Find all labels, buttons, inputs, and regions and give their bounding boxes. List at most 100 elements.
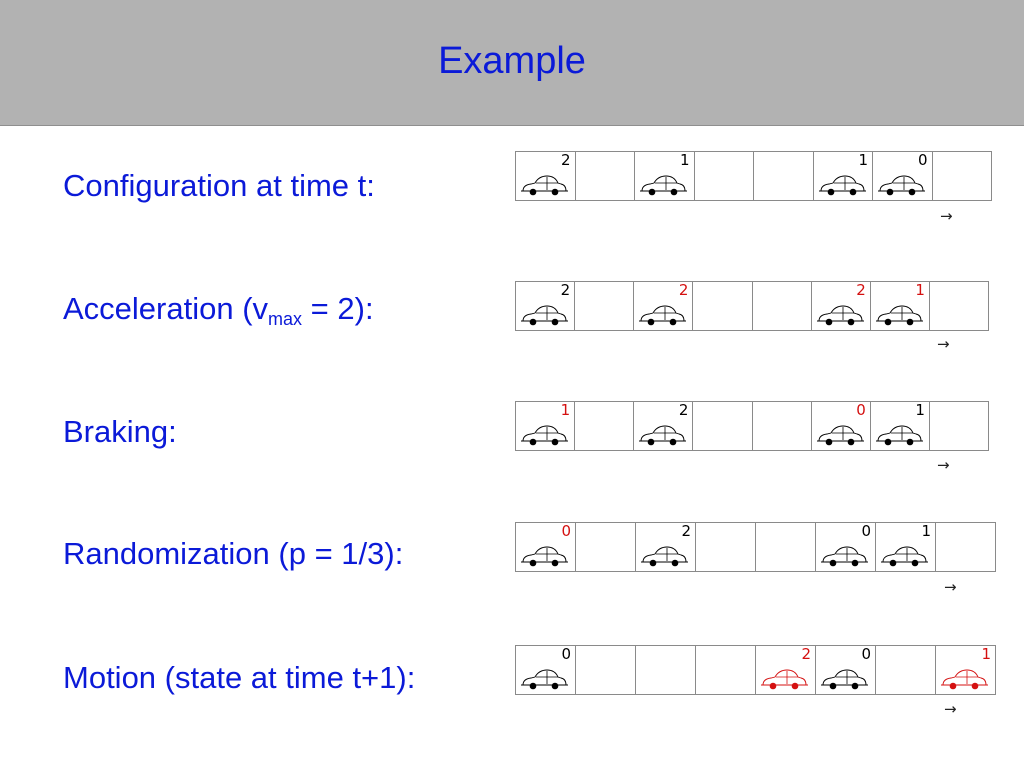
velocity-label: 0 (861, 522, 871, 540)
velocity-label: 2 (801, 645, 811, 663)
road-cell: 1 (875, 522, 936, 572)
car-icon (639, 425, 687, 446)
road-cell (875, 645, 936, 695)
road-cell: 1 (812, 151, 873, 201)
car-icon (641, 546, 688, 567)
car-icon (875, 305, 923, 326)
car-icon (881, 546, 928, 567)
velocity-label: 0 (561, 522, 571, 540)
car-icon (816, 425, 864, 446)
car-icon (941, 669, 988, 690)
car-icon (521, 305, 568, 326)
road-cell: 2 (635, 522, 696, 572)
road-cell (574, 281, 635, 331)
car-icon (875, 425, 923, 446)
velocity-label: 1 (981, 645, 991, 663)
velocity-label: 2 (560, 151, 571, 169)
road-cell (693, 151, 754, 201)
road-cell (692, 281, 753, 331)
road-cell: 0 (872, 151, 933, 201)
velocity-label: 2 (681, 522, 691, 540)
road-cell (928, 281, 989, 331)
direction-arrow: → (937, 456, 950, 474)
velocity-label: 2 (560, 281, 571, 299)
car-icon (818, 175, 866, 196)
velocity-label: 0 (856, 401, 866, 419)
row-label-braking: Braking: (63, 414, 177, 449)
road-cell (635, 645, 696, 695)
road-cell: 1 (869, 401, 930, 451)
car-icon (521, 175, 568, 196)
car-icon (521, 425, 568, 446)
road-cell: 0 (815, 522, 876, 572)
road-cell: 1 (515, 401, 576, 451)
velocity-label: 1 (560, 401, 571, 419)
acceleration-label-main: Acceleration (v (63, 291, 269, 326)
road-cell: 0 (515, 645, 576, 695)
road-cell (574, 401, 635, 451)
velocity-label: 2 (678, 401, 689, 419)
road-cell: 2 (755, 645, 816, 695)
road-strip-configuration: 2 1 1 0 (515, 151, 992, 203)
car-icon (821, 546, 868, 567)
row-label-configuration: Configuration at time t: (63, 168, 375, 203)
road-cell (931, 151, 992, 201)
road-cell: 0 (815, 645, 876, 695)
direction-arrow: → (944, 578, 957, 596)
road-cell: 1 (935, 645, 996, 695)
road-cell (751, 401, 812, 451)
road-cell: 2 (810, 281, 871, 331)
road-strip-randomization: 0 2 0 1 (515, 522, 996, 574)
road-strip-braking: 1 2 0 1 (515, 401, 989, 453)
velocity-label: 1 (921, 522, 931, 540)
road-cell (755, 522, 816, 572)
direction-arrow: → (937, 335, 950, 353)
velocity-label: 1 (858, 151, 868, 169)
row-label-acceleration: Acceleration (vmax = 2): (63, 291, 374, 330)
car-icon (639, 305, 687, 326)
velocity-label: 2 (678, 281, 689, 299)
car-icon (821, 669, 868, 690)
direction-arrow: → (940, 207, 953, 225)
car-icon (521, 669, 568, 690)
road-cell (692, 401, 753, 451)
road-cell (695, 645, 756, 695)
road-cell: 1 (634, 151, 695, 201)
road-strip-acceleration: 2 2 2 1 (515, 281, 989, 333)
row-label-randomization: Randomization (p = 1/3): (63, 536, 404, 571)
direction-arrow: → (944, 700, 957, 718)
velocity-label: 0 (861, 645, 871, 663)
road-cell (574, 151, 635, 201)
slide-header: Example (0, 0, 1024, 126)
road-cell (935, 522, 996, 572)
row-label-motion: Motion (state at time t+1): (63, 660, 416, 695)
acceleration-label-subscript: max (268, 309, 303, 329)
road-cell (928, 401, 989, 451)
slide-title: Example (438, 40, 586, 82)
car-icon (816, 305, 864, 326)
road-cell (575, 645, 636, 695)
velocity-label: 2 (856, 281, 866, 299)
road-cell (695, 522, 756, 572)
road-cell: 0 (810, 401, 871, 451)
velocity-label: 1 (915, 281, 925, 299)
road-cell (751, 281, 812, 331)
road-cell: 2 (515, 281, 576, 331)
car-icon (761, 669, 808, 690)
velocity-label: 1 (915, 401, 925, 419)
road-cell: 2 (515, 151, 576, 201)
road-cell: 2 (633, 281, 694, 331)
road-strip-motion: 0 2 0 1 (515, 645, 996, 697)
car-icon (878, 175, 925, 196)
road-cell (753, 151, 814, 201)
road-cell: 0 (515, 522, 576, 572)
velocity-label: 1 (679, 151, 690, 169)
acceleration-label-tail: = 2): (302, 291, 374, 326)
road-cell: 1 (869, 281, 930, 331)
velocity-label: 0 (917, 151, 928, 169)
road-cell (575, 522, 636, 572)
velocity-label: 0 (561, 645, 571, 663)
car-icon (521, 546, 568, 567)
road-cell: 2 (633, 401, 694, 451)
car-icon (640, 175, 687, 196)
